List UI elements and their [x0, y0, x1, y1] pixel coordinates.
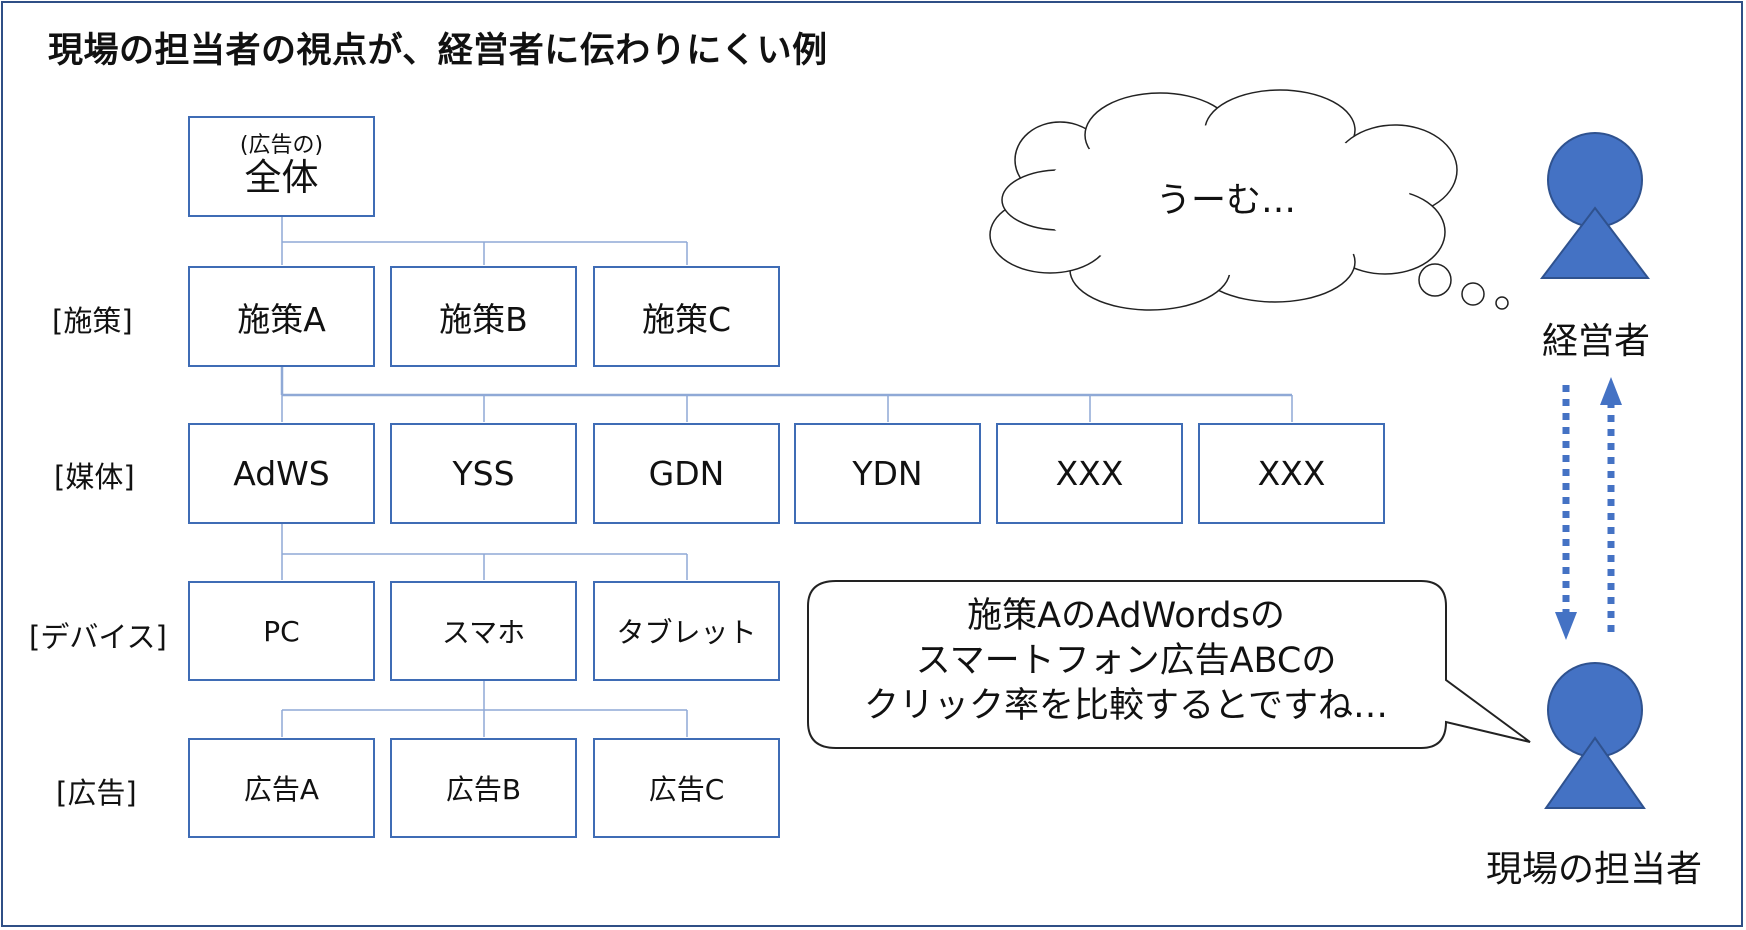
row-label-ads: [広告] — [56, 776, 137, 810]
media-box-adws: AdWS — [188, 423, 375, 524]
row-label-media: [媒体] — [54, 460, 135, 494]
ad-box-a: 広告A — [188, 738, 375, 838]
diagram-title: 現場の担当者の視点が、経営者に伝わりにくい例 — [48, 31, 828, 71]
measure-box-a: 施策A — [188, 266, 375, 367]
thought-text: うーむ… — [1156, 181, 1297, 221]
ad-box-b: 広告B — [390, 738, 577, 838]
row-label-measures: [施策] — [52, 304, 133, 338]
speech-text: 施策AのAdWordsの スマートフォン広告ABCの クリック率を比較するとです… — [808, 594, 1444, 729]
media-box-xxx-1: XXX — [996, 423, 1183, 524]
ad-box-c: 広告C — [593, 738, 780, 838]
communication-arrows — [1555, 377, 1622, 640]
staff-person-icon — [1544, 662, 1646, 809]
tree-root-label: 全体 — [244, 156, 319, 200]
tree-connectors — [280, 215, 1293, 737]
staff-label: 現場の担当者 — [1486, 849, 1703, 890]
media-box-gdn: GDN — [593, 423, 780, 524]
speech-bubble — [807, 580, 1531, 749]
media-box-ydn: YDN — [794, 423, 981, 524]
row-label-devices: [デバイス] — [29, 620, 167, 654]
executive-person-icon — [1539, 132, 1651, 279]
device-box-smartphone: スマホ — [390, 581, 577, 681]
media-box-xxx-2: XXX — [1198, 423, 1385, 524]
device-box-pc: PC — [188, 581, 375, 681]
executive-label: 経営者 — [1542, 321, 1651, 362]
thought-cloud — [989, 89, 1509, 311]
measure-box-b: 施策B — [390, 266, 577, 367]
speech-line-3: クリック率を比較するとですね… — [864, 686, 1388, 726]
media-box-yss: YSS — [390, 423, 577, 524]
tree-root-box: (広告の) 全体 — [188, 116, 375, 217]
speech-line-1: 施策AのAdWordsの — [967, 596, 1285, 636]
measure-box-c: 施策C — [593, 266, 780, 367]
tree-root-sublabel: (広告の) — [239, 133, 324, 159]
device-box-tablet: タブレット — [593, 581, 780, 681]
speech-line-2: スマートフォン広告ABCの — [915, 641, 1337, 681]
